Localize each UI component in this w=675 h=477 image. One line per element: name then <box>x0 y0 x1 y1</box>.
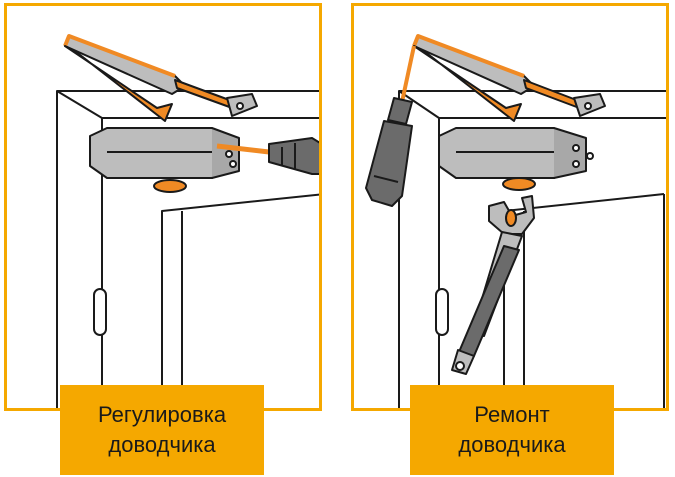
closer-body <box>89 127 240 193</box>
closer-arm <box>63 34 258 122</box>
repair-caption-line1: Ремонт <box>474 402 550 427</box>
door-closer-repair-illustration <box>365 34 666 408</box>
door-closer-adjustment-illustration <box>56 34 319 408</box>
repair-panel <box>351 3 669 411</box>
repair-caption: Ремонт доводчика <box>410 385 614 475</box>
wrench-icon <box>451 195 535 375</box>
screwdriver-icon <box>365 97 413 207</box>
adjustment-caption-line2: доводчика <box>108 432 216 457</box>
adjustment-caption: Регулировка доводчика <box>60 385 264 475</box>
closer-body <box>438 127 594 191</box>
adjustment-panel <box>4 3 322 411</box>
repair-caption-line2: доводчика <box>458 432 566 457</box>
screwdriver-icon <box>216 137 319 175</box>
door-frame <box>398 90 666 408</box>
closer-arm <box>400 34 606 122</box>
adjustment-caption-line1: Регулировка <box>97 402 227 427</box>
